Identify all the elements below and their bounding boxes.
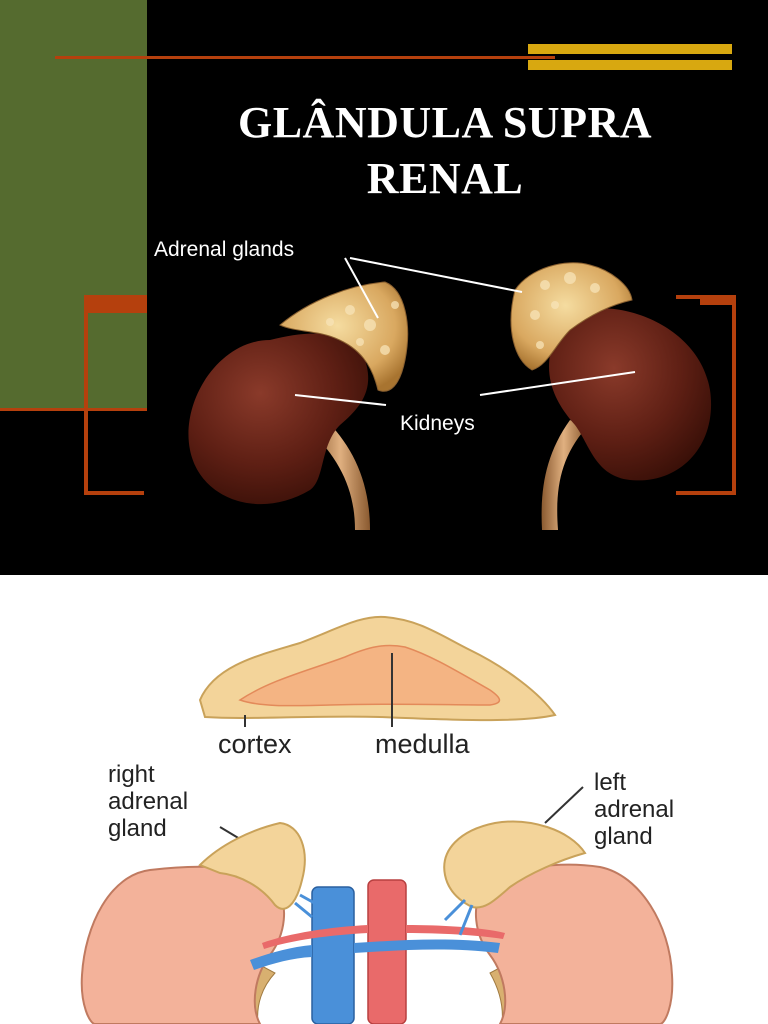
left-adrenal-gland <box>279 281 409 392</box>
left-renal-artery <box>406 925 505 939</box>
cortex-label: cortex <box>218 729 292 759</box>
slide-title: GLÂNDULA SUPRA RENAL <box>180 95 710 207</box>
vena-cava <box>311 886 355 1024</box>
slide-title-line-1: GLÂNDULA SUPRA <box>237 98 653 147</box>
right-bracket-cap <box>700 295 736 305</box>
panel-border-line <box>0 408 147 411</box>
label-leader-lines <box>294 257 636 406</box>
left-kidney <box>188 333 369 505</box>
left-ureter <box>310 422 370 530</box>
gold-accent-bar <box>528 44 732 54</box>
medulla-region <box>238 644 501 707</box>
presentation-slide: GLÂNDULA SUPRA RENAL <box>0 0 768 575</box>
kidneys-illustration: Adrenal glands Kidneys <box>154 238 712 530</box>
medulla-label: medulla <box>375 729 471 759</box>
right-kidney <box>80 865 286 1024</box>
right-renal-artery <box>262 925 368 949</box>
left-adrenal-label-line-1: left <box>594 769 626 796</box>
left-adrenal-vessels <box>443 898 474 936</box>
kidneys-label: Kidneys <box>400 412 475 435</box>
right-ureter <box>541 420 586 530</box>
right-adrenal-label-line-1: right <box>108 761 155 788</box>
slide-title-line-2: RENAL <box>366 154 524 203</box>
aorta <box>367 879 407 1024</box>
gland-texture <box>326 272 600 355</box>
gold-accent-bar <box>528 60 732 70</box>
left-renal-vein <box>354 939 500 953</box>
right-kidney <box>549 308 712 481</box>
right-adrenal-vessels <box>294 893 319 919</box>
adrenal-glands-label: Adrenal glands <box>154 238 294 261</box>
left-bracket-cap <box>84 295 147 313</box>
green-side-panel <box>0 0 147 410</box>
adrenal-anatomy-diagram: cortex medulla right adrenal gland left … <box>0 575 768 1024</box>
right-renal-vein <box>250 945 312 970</box>
left-gland-pointer <box>544 786 584 824</box>
right-adrenal-label-line-3: gland <box>108 815 167 842</box>
right-adrenal-gland <box>198 821 306 910</box>
anatomy-diagram-svg: cortex medulla right adrenal gland left … <box>80 615 674 1024</box>
left-bracket-decoration <box>84 295 144 495</box>
right-adrenal-label-line-2: adrenal <box>108 788 188 815</box>
left-adrenal-label-line-2: adrenal <box>594 796 674 823</box>
top-accent-rule <box>55 56 555 59</box>
left-adrenal-label-line-3: gland <box>594 823 653 850</box>
